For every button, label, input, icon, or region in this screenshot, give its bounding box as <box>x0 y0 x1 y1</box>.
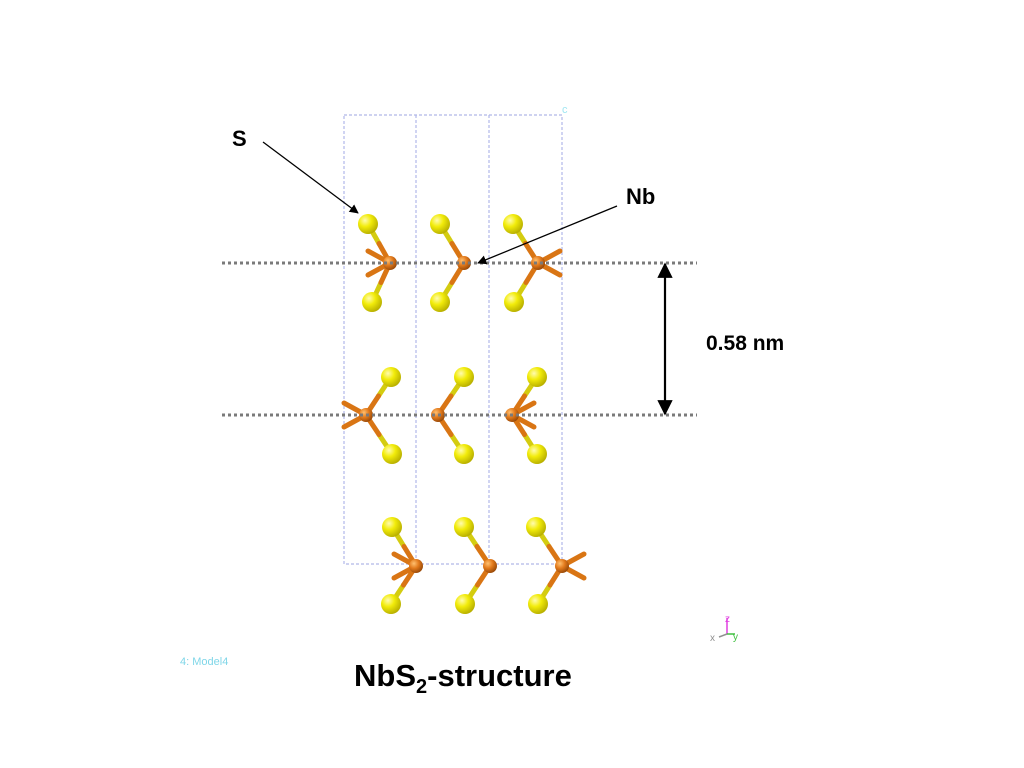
cell-axis-label: c <box>562 104 568 116</box>
niobium-atom <box>555 559 569 573</box>
sulfur-atom <box>526 517 546 537</box>
sulfur-atom <box>358 214 378 234</box>
sulfur-atom <box>381 594 401 614</box>
niobium-atom <box>483 559 497 573</box>
sulfur-atom <box>430 292 450 312</box>
sulfur-atom <box>503 214 523 234</box>
sulfur-atom <box>455 594 475 614</box>
sulfur-atom <box>454 517 474 537</box>
interlayer-spacing-label: 0.58 nm <box>706 332 785 355</box>
unit-cell-outline <box>343 114 563 565</box>
niobium-label: Nb <box>626 184 656 209</box>
niobium-atom <box>409 559 423 573</box>
sulfur-atom <box>528 594 548 614</box>
axis-z-label: z <box>725 614 730 625</box>
sulfur-atom <box>504 292 524 312</box>
niobium-atom <box>531 256 545 270</box>
sulfur-atom <box>454 367 474 387</box>
title-subscript: 2 <box>416 676 428 699</box>
nb-pointer-arrow <box>477 205 618 265</box>
sulfur-atom <box>381 367 401 387</box>
sulfur-atom <box>430 214 450 234</box>
sulfur-label: S <box>232 126 247 151</box>
sulfur-atom <box>382 444 402 464</box>
s-pointer-arrow <box>262 141 359 214</box>
sulfur-atom <box>362 292 382 312</box>
layer-guide-lines <box>222 261 697 417</box>
sulfur-atom <box>382 517 402 537</box>
axis-triad: z y x <box>710 614 738 644</box>
axis-x-label: x <box>710 633 715 644</box>
atom-layers <box>341 214 587 614</box>
sulfur-atom <box>527 444 547 464</box>
sulfur-atom <box>454 444 474 464</box>
sulfur-atom <box>527 367 547 387</box>
title-suffix: -structure <box>427 658 572 693</box>
title-prefix: NbS <box>354 658 416 693</box>
diagram-title: NbS2-structure <box>354 658 572 697</box>
model-name-label: 4: Model4 <box>180 656 229 668</box>
axis-y-label: y <box>733 632 738 643</box>
